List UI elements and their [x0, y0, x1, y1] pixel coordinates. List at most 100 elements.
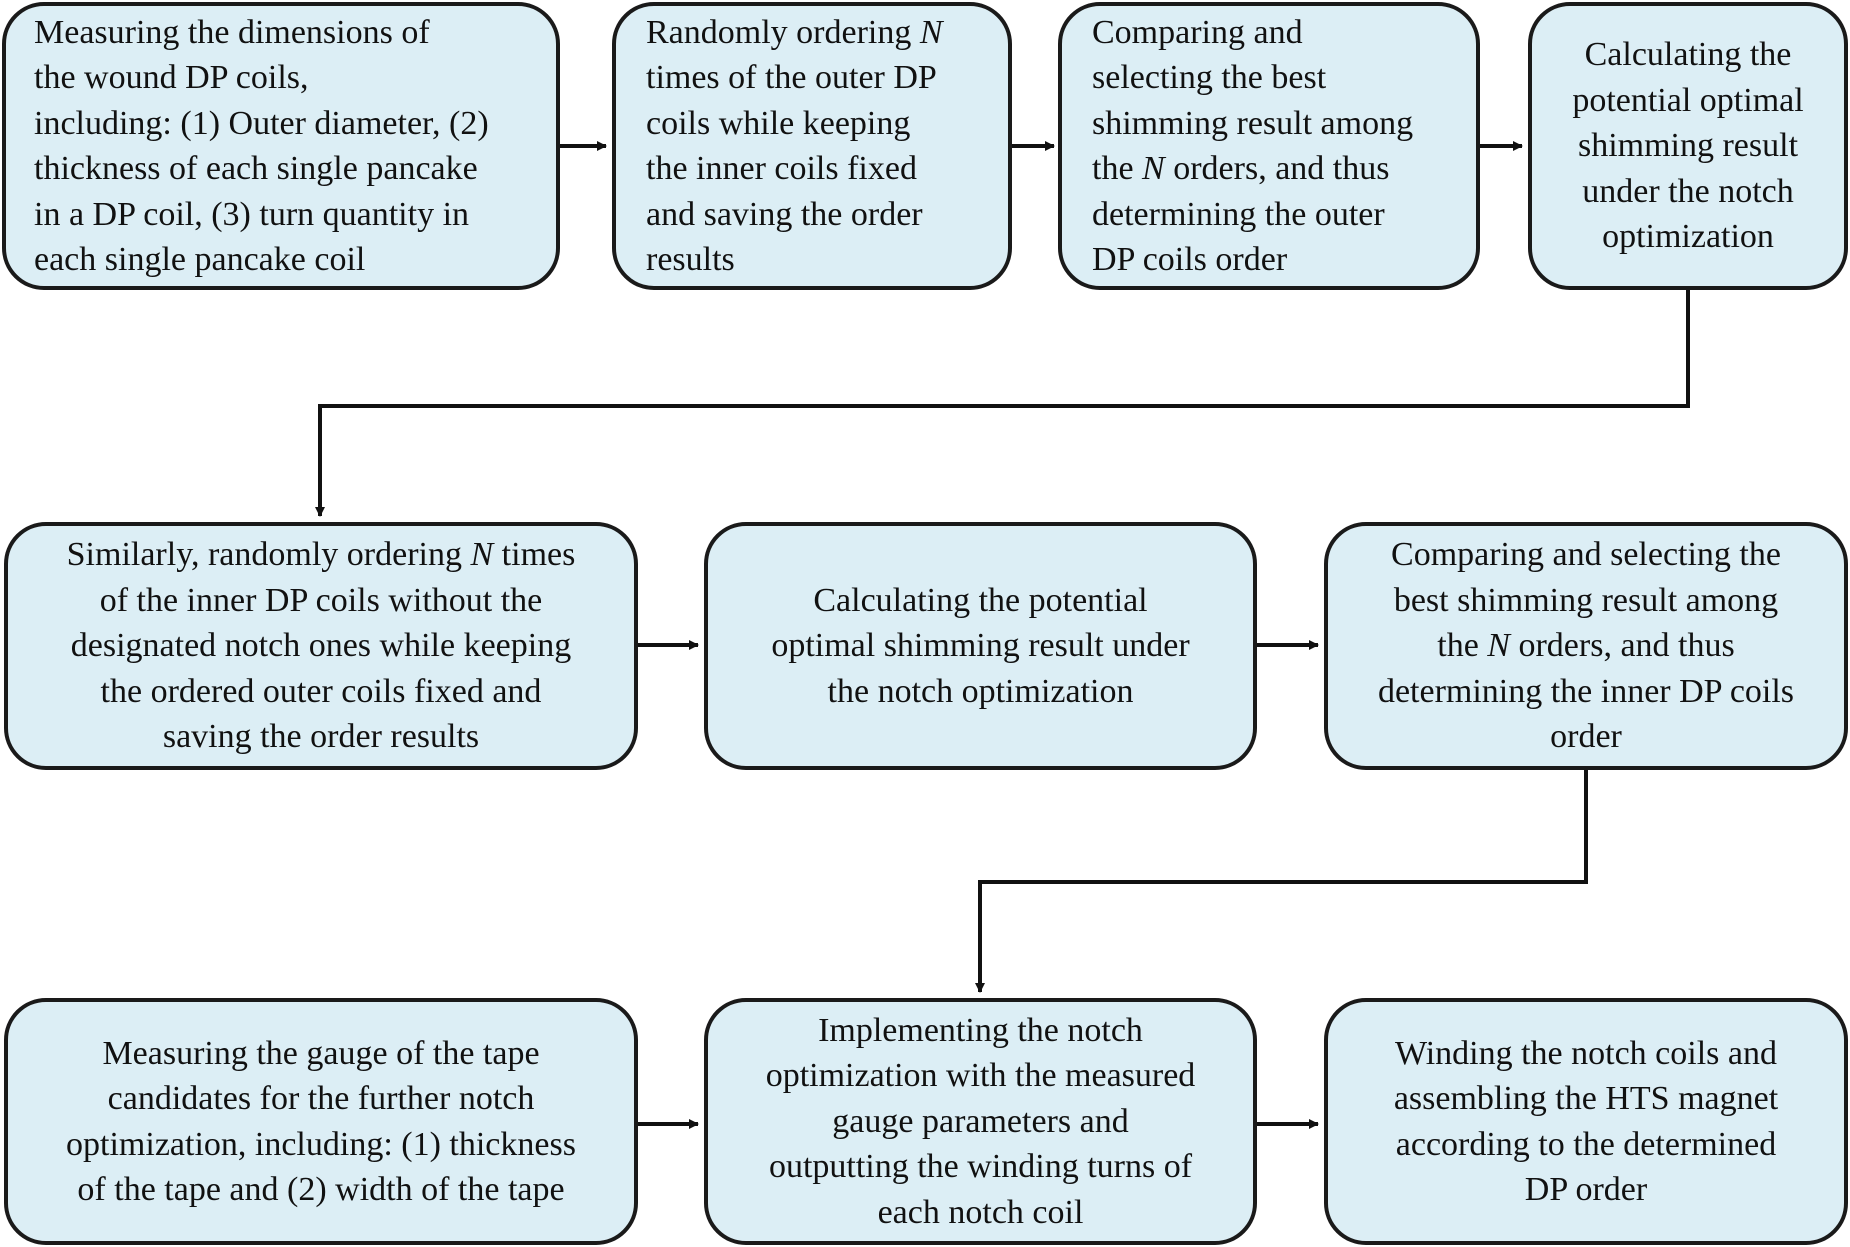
step-text-line: Implementing the notch	[818, 1008, 1143, 1054]
step-text-line: the wound DP coils,	[34, 55, 309, 101]
arrow-b7-to-b9	[975, 770, 1588, 993]
step-text-line: the notch optimization	[828, 669, 1134, 715]
step-text-line: each single pancake coil	[34, 237, 365, 283]
step-text-line: outputting the winding turns of	[769, 1144, 1192, 1190]
step-text-line: the N orders, and thus	[1437, 623, 1734, 669]
text-segment: Measuring the gauge of the tape	[102, 1034, 540, 1072]
step-text-line: Calculating the	[1585, 32, 1792, 78]
step-text-line: the inner coils fixed	[646, 146, 917, 192]
step-text-line: gauge parameters and	[832, 1099, 1128, 1145]
step-box-select-inner-order: Comparing and selecting the best shimming…	[1324, 522, 1848, 770]
text-segment: according to the determined	[1395, 1125, 1777, 1163]
text-segment: orders, and thus	[1164, 150, 1390, 187]
text-segment: shimming result among	[1092, 104, 1414, 142]
text-segment: saving the order results	[162, 718, 480, 756]
variable-n: N	[1487, 627, 1510, 665]
step-text-line: optimal shimming result under	[771, 623, 1189, 669]
text-segment: Comparing and	[1092, 13, 1303, 51]
text-segment: DP order	[1524, 1171, 1648, 1208]
step-text-line: shimming result	[1578, 123, 1798, 169]
step-box-measure-dimensions: Measuring the dimensions of the wound DP …	[2, 2, 560, 290]
step-text-line: of the inner DP coils without the	[100, 578, 543, 624]
step-text-line: Calculating the potential	[813, 578, 1147, 624]
text-segment: shimming result	[1577, 127, 1799, 165]
text-segment: under the notch	[1582, 172, 1794, 210]
text-segment: Implementing the notch	[818, 1011, 1143, 1049]
text-segment: outputting the winding turns of	[768, 1148, 1193, 1186]
step-text-line: times of the outer DP	[646, 55, 937, 101]
text-segment: order	[1550, 718, 1622, 756]
text-segment: Calculating the potential	[813, 581, 1148, 619]
text-segment: selecting the best	[1092, 59, 1327, 96]
step-text-line: in a DP coil, (3) turn quantity in	[34, 192, 469, 238]
text-segment: designated notch ones while keeping	[70, 627, 572, 665]
text-segment: in a DP coil, (3) turn quantity in	[34, 195, 470, 233]
text-segment: orders, and thus	[1509, 627, 1735, 665]
text-segment: including: (1) Outer diameter, (2)	[34, 104, 489, 142]
text-segment: Winding the notch coils and	[1394, 1034, 1777, 1072]
step-text-line: Winding the notch coils and	[1395, 1031, 1777, 1077]
step-text-line: optimization, including: (1) thickness	[66, 1122, 576, 1168]
step-box-calc-optimal-2: Calculating the potential optimal shimmin…	[704, 522, 1257, 770]
step-text-line: DP order	[1525, 1167, 1647, 1213]
text-segment: the notch optimization	[827, 672, 1134, 710]
text-segment: each notch coil	[877, 1193, 1084, 1231]
step-text-line: Comparing and	[1092, 10, 1303, 56]
step-text-line: Measuring the dimensions of	[34, 10, 430, 56]
text-segment: optimization, including: (1) thickness	[66, 1125, 576, 1163]
text-segment: Measuring the dimensions of	[34, 13, 430, 51]
step-text-line: saving the order results	[163, 714, 479, 760]
step-text-line: under the notch	[1582, 169, 1794, 215]
step-text-line: determining the inner DP coils	[1378, 669, 1794, 715]
step-box-wind-assemble: Winding the notch coils and assembling th…	[1324, 998, 1848, 1245]
text-segment: each single pancake coil	[34, 241, 366, 278]
step-box-implement-notch: Implementing the notch optimization with …	[704, 998, 1257, 1245]
step-box-select-outer-order: Comparing and selecting the best shimming …	[1058, 2, 1480, 290]
step-text-line: optimization	[1602, 214, 1774, 260]
text-segment: and saving the order	[646, 195, 923, 233]
text-segment: Comparing and selecting the	[1391, 536, 1781, 574]
step-text-line: Randomly ordering N	[646, 10, 943, 56]
step-text-line: each notch coil	[878, 1190, 1084, 1236]
text-segment: thickness of each single pancake	[34, 150, 478, 187]
text-segment: of the inner DP coils without the	[99, 581, 543, 619]
step-text-line: selecting the best	[1092, 55, 1326, 101]
step-text-line: potential optimal	[1572, 78, 1803, 124]
step-text-line: results	[646, 237, 735, 283]
variable-n: N	[1142, 150, 1165, 187]
text-segment: gauge parameters and	[832, 1102, 1129, 1140]
text-segment: potential optimal	[1572, 81, 1804, 119]
arrow-b4-to-b5	[315, 290, 1690, 517]
text-segment: assembling the HTS magnet	[1393, 1080, 1779, 1117]
step-text-line: shimming result among	[1092, 101, 1413, 147]
step-text-line: coils while keeping	[646, 101, 910, 147]
step-text-line: designated notch ones while keeping	[71, 623, 571, 669]
text-segment: optimization with the measured	[765, 1057, 1196, 1095]
text-segment: times of the outer DP	[646, 59, 937, 96]
step-text-line: according to the determined	[1396, 1122, 1776, 1168]
text-segment: DP coils order	[1092, 241, 1288, 278]
text-segment: best shimming result among	[1393, 581, 1779, 619]
step-box-calc-optimal-1: Calculating the potential optimal shimming…	[1528, 2, 1848, 290]
text-segment: coils while keeping	[646, 104, 911, 142]
text-segment: the	[1437, 627, 1488, 665]
text-segment: optimal shimming result under	[771, 627, 1190, 665]
step-text-line: of the tape and (2) width of the tape	[77, 1167, 564, 1213]
text-segment: the ordered outer coils fixed and	[100, 672, 542, 710]
text-segment: candidates for the further notch	[107, 1080, 535, 1117]
step-text-line: Measuring the gauge of the tape	[102, 1031, 539, 1077]
step-text-line: including: (1) Outer diameter, (2)	[34, 101, 489, 147]
step-box-measure-gauge: Measuring the gauge of the tape candidate…	[4, 998, 638, 1245]
text-segment: determining the inner DP coils	[1377, 672, 1795, 710]
text-segment: the inner coils fixed	[646, 150, 917, 187]
text-segment: the wound DP coils,	[34, 59, 309, 96]
step-text-line: order	[1550, 714, 1622, 760]
variable-n: N	[919, 13, 943, 51]
step-text-line: thickness of each single pancake	[34, 146, 478, 192]
step-text-line: Similarly, randomly ordering N times	[67, 532, 576, 578]
text-segment: results	[646, 241, 735, 278]
text-segment: Calculating the	[1584, 36, 1792, 74]
